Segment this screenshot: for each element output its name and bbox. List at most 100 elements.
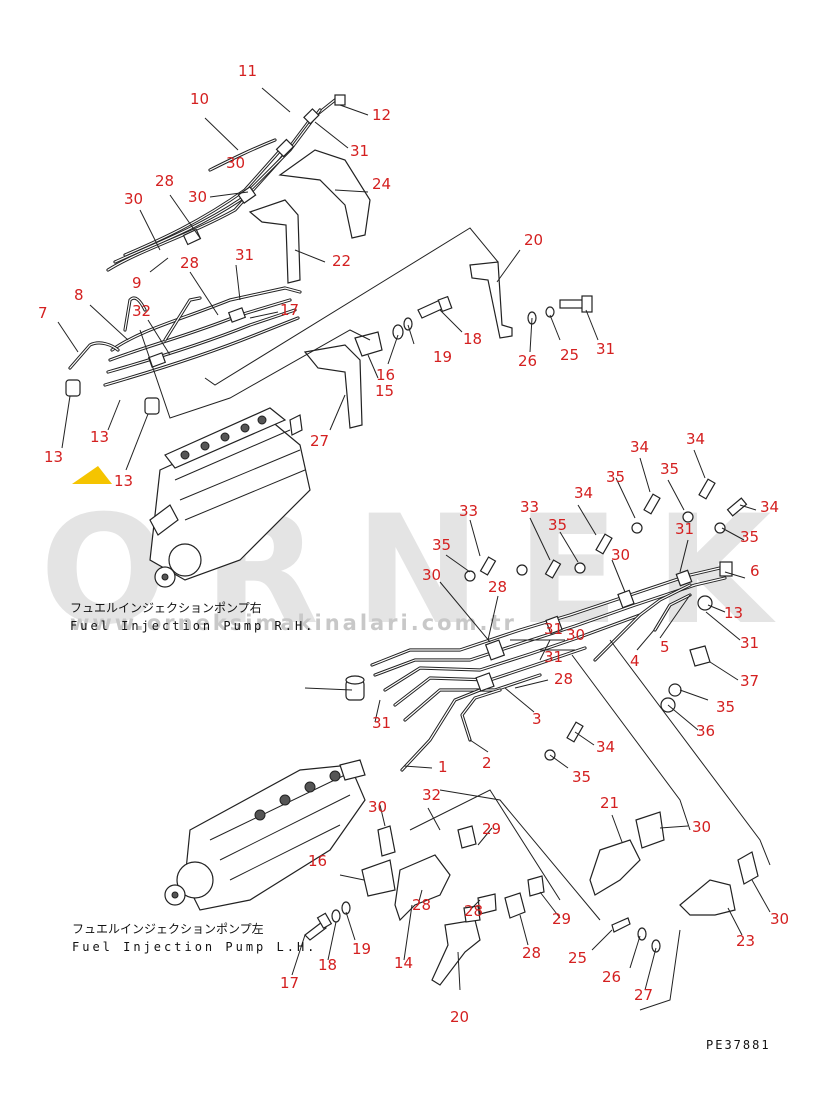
callout-28: 28 (488, 578, 507, 596)
callout-28: 17 (280, 301, 299, 319)
callout-28: 28 (412, 896, 431, 914)
callout-22: 22 (332, 252, 351, 270)
captions: フュエルインジェクションポンプ右 Fuel Injection Pump R.H… (70, 600, 771, 1052)
callout-29: 29 (552, 910, 571, 928)
callout-12: 12 (372, 106, 391, 124)
callout-28: 28 (155, 172, 174, 190)
callout-21: 21 (600, 794, 619, 812)
lower-hardware (464, 478, 748, 761)
callout-17: 18 (463, 330, 482, 348)
callout-31: 31 (235, 246, 254, 264)
callout-28: 28 (554, 670, 573, 688)
callout-35: 35 (606, 468, 625, 486)
callout-2: 2 (482, 754, 492, 772)
callout-3: 3 (532, 710, 542, 728)
callout-33: 33 (459, 502, 478, 520)
callout-25: 25 (568, 949, 587, 967)
callout-31: 31 (350, 142, 369, 160)
callout-13: 13 (44, 448, 63, 466)
callout-28: 28 (464, 902, 483, 920)
lower-brackets (361, 645, 759, 986)
callout-35: 35 (660, 460, 679, 478)
callout-31: 31 (372, 714, 391, 732)
callout-33: 33 (520, 498, 539, 516)
callout-10: 10 (190, 90, 209, 108)
callout-8: 8 (74, 286, 84, 304)
callout-31: 31 (544, 620, 563, 638)
callout-31: 31 (740, 634, 759, 652)
callout-28: 28 (180, 254, 199, 272)
callout-13: 13 (724, 604, 743, 622)
callout-35: 35 (548, 516, 567, 534)
callout-37: 37 (740, 672, 759, 690)
callout-24: 24 (372, 175, 391, 193)
callout-30: 30 (770, 910, 789, 928)
callout-17: 17 (280, 974, 299, 992)
callout-20: 20 (450, 1008, 469, 1026)
callout-9: 9 (132, 274, 142, 292)
callout-30: 30 (422, 566, 441, 584)
caption-pump-rh-en: Fuel Injection Pump R.H. (70, 619, 315, 633)
pump-rh (149, 407, 311, 588)
callout-1: 1 (438, 758, 448, 776)
caption-pump-lh-en: Fuel Injection Pump L.H. (72, 940, 317, 954)
callout-30: 30 (188, 188, 207, 206)
callout-36: 36 (696, 722, 715, 740)
callout-27: 26 (518, 352, 537, 370)
callout-labels: 11 10 12 30 31 30 24 30 28 22 9 31 20 28… (38, 62, 789, 1026)
caption-pump-lh-jp: フュエルインジェクションポンプ左 (72, 921, 264, 936)
callout-35: 35 (740, 528, 759, 546)
callout-34: 34 (760, 498, 779, 516)
callout-34: 34 (686, 430, 705, 448)
callout-31: 31 (675, 520, 694, 538)
callout-29: 29 (482, 820, 501, 838)
callout-11: 11 (238, 62, 257, 80)
watermark-accent-mark (72, 466, 112, 484)
callout-34: 34 (596, 738, 615, 756)
callout-19: 19 (352, 940, 371, 958)
callout-18: 19 (433, 348, 452, 366)
document-id: PE37881 (706, 1038, 771, 1052)
callout-16: 16 (308, 852, 327, 870)
callout-35: 35 (572, 768, 591, 786)
callout-28: 28 (522, 944, 541, 962)
callout-32: 32 (132, 302, 151, 320)
callout-30: 30 (611, 546, 630, 564)
callout-18: 18 (318, 956, 337, 974)
callout-31: 31 (544, 648, 563, 666)
upper-pipe-group (65, 94, 346, 415)
caption-pump-rh-jp: フュエルインジェクションポンプ右 (70, 600, 262, 615)
callout-30: 30 (692, 818, 711, 836)
pump-lh (164, 759, 366, 911)
upper-brackets (248, 149, 513, 429)
callout-20: 20 (524, 231, 543, 249)
lower-pipe-group (345, 561, 733, 772)
callout-35: 35 (432, 536, 451, 554)
callout-7: 7 (38, 304, 48, 322)
callout-16: 15 (375, 382, 394, 400)
callout-30: 30 (124, 190, 143, 208)
callout-34: 34 (574, 484, 593, 502)
callout-13: 13 (114, 472, 133, 490)
callout-31: 13 (90, 428, 109, 446)
callout-23: 23 (736, 932, 755, 950)
callout-30: 30 (566, 626, 585, 644)
leader-lines (57, 87, 771, 1011)
callout-5: 5 (660, 638, 670, 656)
callout-30: 30 (368, 798, 387, 816)
lower-left-fasteners (304, 901, 661, 953)
callout-4: 4 (630, 652, 640, 670)
callout-14: 14 (394, 954, 413, 972)
callout-6: 6 (750, 562, 760, 580)
callout-30: 30 (226, 154, 245, 172)
callout-32: 32 (422, 786, 441, 804)
callout-34: 34 (630, 438, 649, 456)
callout-35: 35 (716, 698, 735, 716)
callout-26: 26 (602, 968, 621, 986)
watermark-url: www.orneksimakinalari.com.tr (70, 611, 517, 635)
callout-27: 27 (634, 986, 653, 1004)
callout-25: 31 (596, 340, 615, 358)
callout-19: 16 (376, 366, 395, 384)
callout-26: 25 (560, 346, 579, 364)
